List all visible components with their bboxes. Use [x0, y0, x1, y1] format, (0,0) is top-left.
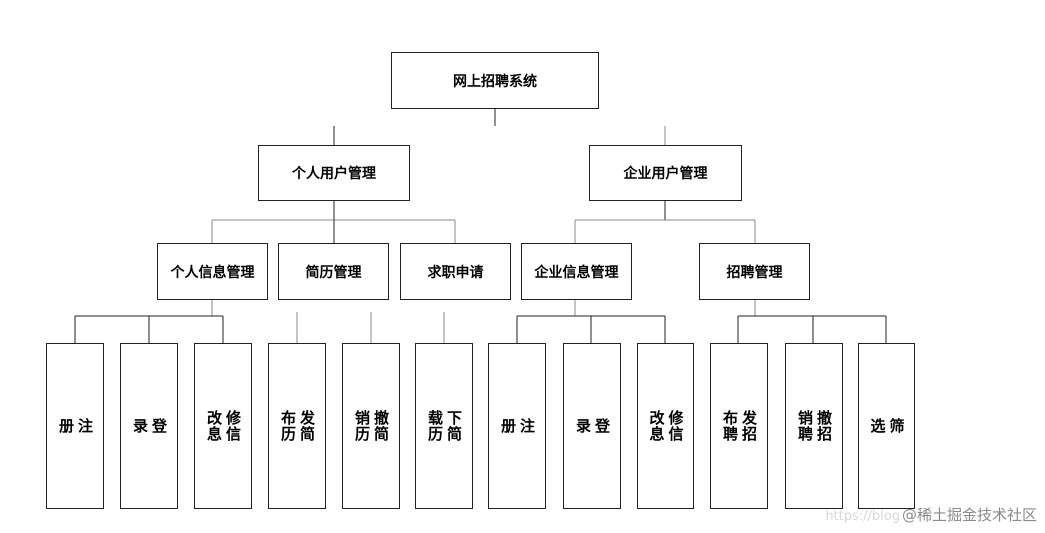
leaf-label: 修信改息 [205, 410, 242, 442]
leaf-register-enterprise: 注册 [488, 343, 546, 509]
leaf-label: 修信改息 [647, 410, 685, 442]
leaf-label: 下简载历 [426, 410, 463, 442]
node-resume-mgmt-label: 简历管理 [305, 264, 362, 281]
leaf-register-personal: 注册 [46, 343, 104, 509]
node-personal-user-mgmt-label: 个人用户管理 [292, 166, 376, 182]
leaf-label: 发招布聘 [721, 410, 758, 442]
leaf-filter: 筛选 [858, 343, 915, 509]
node-root-label: 网上招聘系统 [453, 73, 537, 90]
leaf-publish-job: 发招布聘 [710, 343, 768, 509]
node-enterprise-info-mgmt-label: 企业信息管理 [534, 264, 619, 281]
watermark-url: https://blog [825, 509, 900, 524]
leaf-label: 登录 [131, 418, 168, 434]
node-enterprise-user-mgmt-label: 企业用户管理 [623, 166, 708, 182]
leaf-modify-info-personal: 修信改息 [194, 343, 252, 509]
leaf-label: 撤招销聘 [796, 410, 833, 442]
leaf-label: 筛选 [868, 418, 906, 434]
node-personal-info-mgmt-label: 个人信息管理 [170, 264, 255, 281]
leaf-login-personal: 登录 [120, 343, 178, 509]
leaf-label: 发简布历 [279, 410, 316, 442]
node-enterprise-user-mgmt: 企业用户管理 [589, 145, 742, 201]
leaf-publish-resume: 发简布历 [268, 343, 326, 509]
node-recruitment-mgmt-label: 招聘管理 [726, 264, 783, 281]
leaf-label: 注册 [57, 418, 94, 434]
leaf-revoke-resume: 撤简销历 [342, 343, 400, 509]
leaf-login-enterprise: 登录 [563, 343, 621, 509]
node-job-application: 求职申请 [400, 243, 511, 300]
watermark-site: @稀土掘金技术社区 [901, 506, 1037, 524]
node-resume-mgmt: 简历管理 [278, 243, 389, 300]
node-root: 网上招聘系统 [391, 52, 599, 109]
node-personal-info-mgmt: 个人信息管理 [157, 243, 268, 300]
leaf-label: 撤简销历 [353, 410, 390, 442]
leaf-download-resume: 下简载历 [415, 343, 473, 509]
leaf-revoke-job: 撤招销聘 [785, 343, 843, 509]
leaf-label: 注册 [499, 418, 536, 434]
leaf-modify-info-enterprise: 修信改息 [637, 343, 694, 509]
node-enterprise-info-mgmt: 企业信息管理 [521, 243, 632, 300]
node-recruitment-mgmt: 招聘管理 [699, 243, 810, 300]
node-job-application-label: 求职申请 [427, 264, 484, 281]
watermark: https://blog@稀土掘金技术社区 [825, 504, 1037, 525]
node-personal-user-mgmt: 个人用户管理 [258, 145, 410, 201]
leaf-label: 登录 [574, 418, 611, 434]
